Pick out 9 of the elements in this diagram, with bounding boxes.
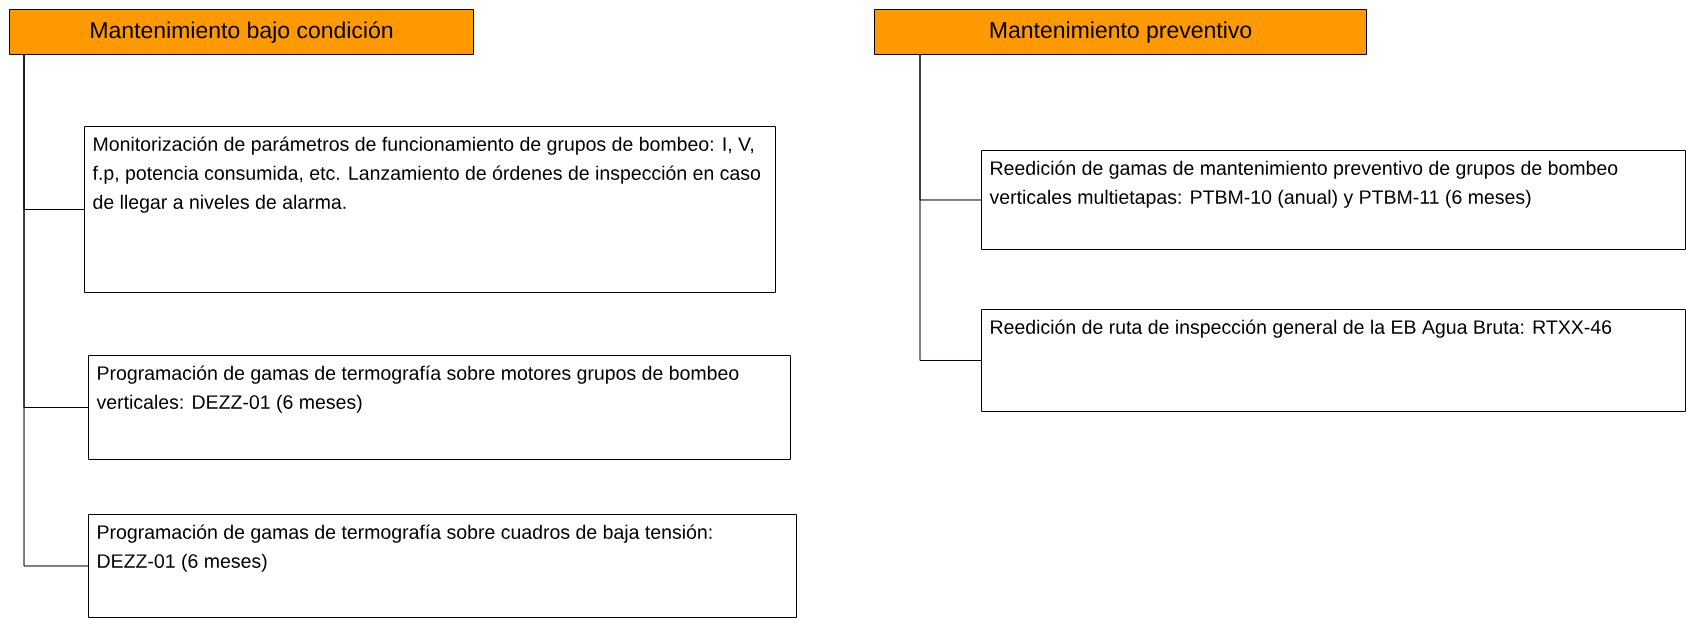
text-box: Programación de gamas de termografía sobre cuadros de baja tensión: DEZZ-01 (6 meses) — [88, 514, 797, 618]
connector-line — [919, 54, 982, 361]
text-box: Reedición de gamas de mantenimiento preventivo de grupos de bombeo verticales multietapas: PTBM-10 (anual) y PTBM-11 (6 meses) — [981, 150, 1686, 250]
text-box: Programación de gamas de termografía sobre motores grupos de bombeo verticales: DEZZ-01 (6 meses) — [88, 355, 791, 460]
text-box: Reedición de ruta de inspección general de la EB Agua Bruta: RTXX-46 — [981, 309, 1686, 412]
connector-line — [23, 54, 89, 567]
text-box: Monitorización de parámetros de funcionamiento de grupos de bombeo: I, V, f.p, potencia consumida, etc. Lanzamiento de órdenes de inspección en caso de llegar a niveles de alarma. — [84, 126, 776, 293]
header-box: Mantenimiento preventivo — [874, 9, 1367, 55]
header-box: Mantenimiento bajo condición — [9, 9, 474, 55]
